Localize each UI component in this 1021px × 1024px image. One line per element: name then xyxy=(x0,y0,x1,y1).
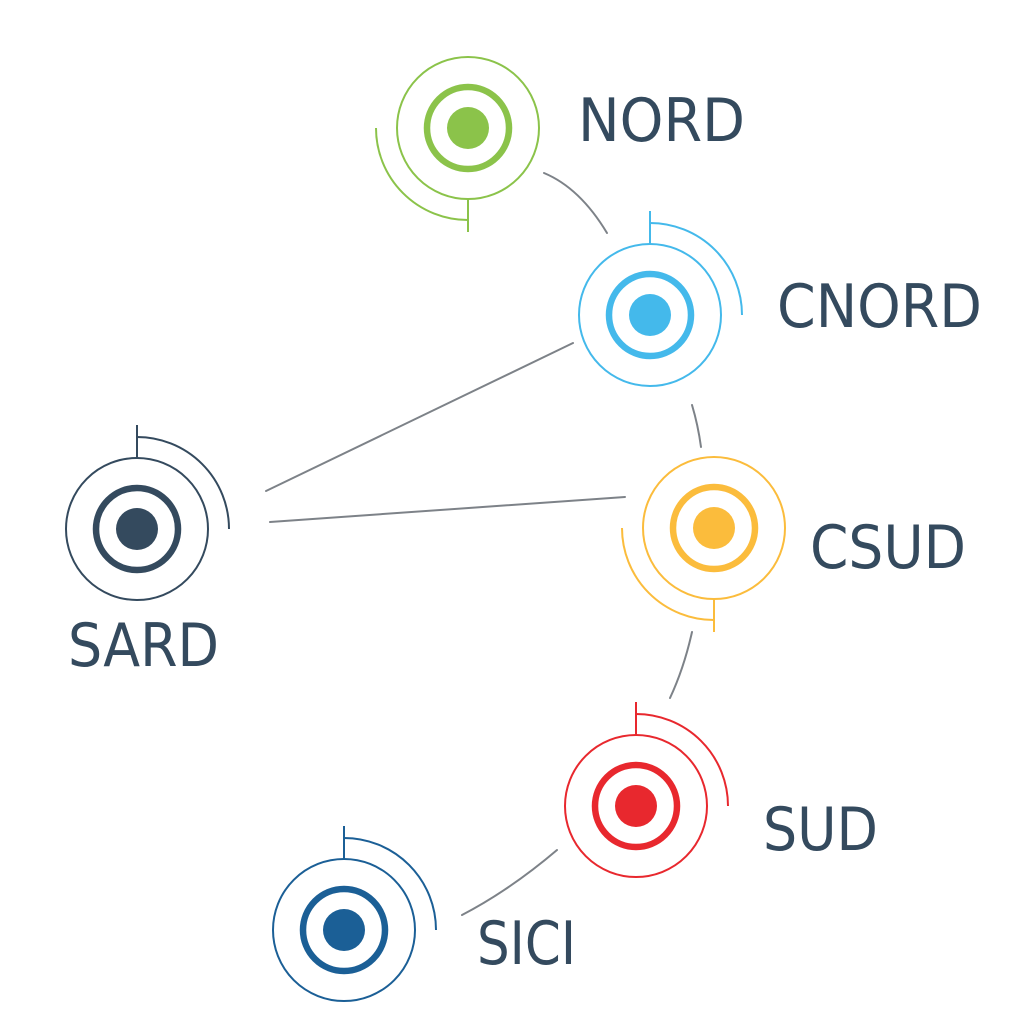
node-label-sici: SICI xyxy=(477,909,576,979)
center-dot xyxy=(323,909,365,951)
inner-ring xyxy=(591,761,681,851)
center-dot xyxy=(615,785,657,827)
node-label-csud: CSUD xyxy=(810,513,966,583)
orbit-arc xyxy=(649,222,743,316)
nodes: NORD CNORD SARD CSUD SUD SICI xyxy=(65,56,982,1002)
node-sud[interactable]: SUD xyxy=(564,702,878,878)
center-dot xyxy=(629,294,671,336)
target-icon xyxy=(621,456,786,632)
node-label-nord: NORD xyxy=(578,86,745,156)
node-sici[interactable]: SICI xyxy=(272,826,576,1002)
node-label-sud: SUD xyxy=(763,795,878,865)
connector-sard-csud xyxy=(269,496,626,523)
orbit-arc xyxy=(375,127,469,221)
node-sard[interactable]: SARD xyxy=(65,425,230,681)
center-dot xyxy=(116,508,158,550)
target-icon xyxy=(564,702,729,878)
center-dot xyxy=(693,507,735,549)
target-icon xyxy=(375,56,540,232)
node-label-sard: SARD xyxy=(68,611,219,681)
inner-ring xyxy=(423,83,513,173)
target-icon xyxy=(65,425,230,601)
connector-cnord-csud xyxy=(691,404,702,448)
connector-nord-cnord xyxy=(543,172,608,234)
target-icon xyxy=(578,211,743,387)
inner-ring xyxy=(605,270,695,360)
connectors xyxy=(265,172,702,916)
orbit-arc xyxy=(136,436,230,530)
orbit-arc xyxy=(343,837,437,931)
connector-sard-cnord xyxy=(265,342,574,492)
inner-ring xyxy=(92,484,182,574)
connector-csud-sud xyxy=(669,631,693,699)
inner-ring xyxy=(299,885,389,975)
node-label-cnord: CNORD xyxy=(777,272,982,342)
node-nord[interactable]: NORD xyxy=(375,56,745,232)
inner-ring xyxy=(669,483,759,573)
orbit-arc xyxy=(635,713,729,807)
center-dot xyxy=(447,107,489,149)
node-csud[interactable]: CSUD xyxy=(621,456,966,632)
node-cnord[interactable]: CNORD xyxy=(578,211,982,387)
connector-sud-sici xyxy=(461,849,558,916)
target-icon xyxy=(272,826,437,1002)
orbit-arc xyxy=(621,527,715,621)
